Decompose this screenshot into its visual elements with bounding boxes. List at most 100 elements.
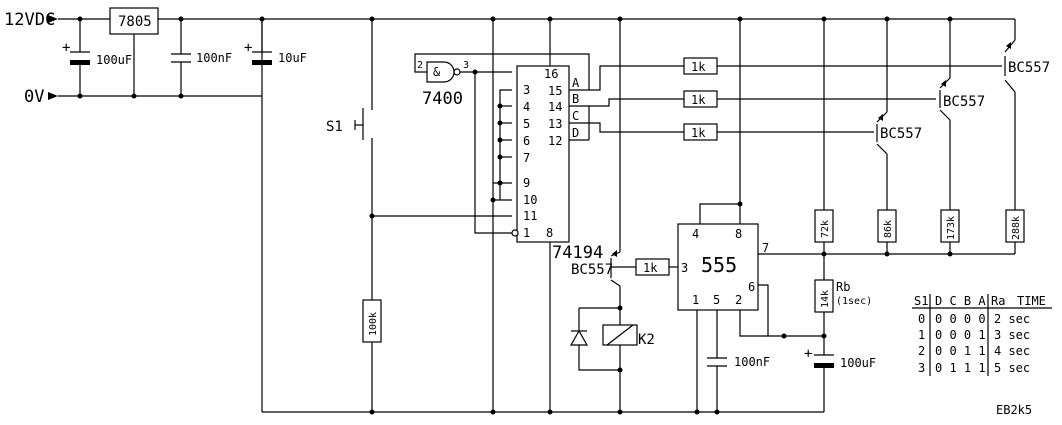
output-d: D bbox=[572, 126, 579, 140]
nand-gate-7400 bbox=[414, 53, 590, 90]
switch-s1 bbox=[354, 19, 373, 300]
timer-pin-3: 3 bbox=[681, 261, 688, 275]
table-row-1-time: 3 sec bbox=[994, 328, 1030, 342]
c5-label: 100uF bbox=[840, 356, 876, 370]
timer-pin-7: 7 bbox=[762, 241, 769, 255]
pin-3: 3 bbox=[523, 83, 530, 97]
transistor-t3 bbox=[939, 19, 951, 210]
nand-part-label: 7400 bbox=[422, 89, 463, 109]
pin-15: 15 bbox=[548, 84, 562, 98]
pin-8: 8 bbox=[546, 226, 553, 240]
output-wires bbox=[589, 65, 1002, 133]
t1-label: BC557 bbox=[571, 262, 613, 278]
r-100k-label: 100k bbox=[368, 312, 379, 336]
t3-label: BC557 bbox=[943, 94, 985, 110]
ra3-label: 173k bbox=[946, 216, 957, 240]
table-row-0-s1: 0 bbox=[918, 312, 925, 326]
pin-11: 11 bbox=[523, 209, 537, 223]
timer-label: 555 bbox=[701, 253, 737, 277]
pin-16: 16 bbox=[544, 67, 558, 81]
pin-1: 1 bbox=[523, 226, 530, 240]
timer-pin-1: 1 bbox=[692, 293, 699, 307]
rb-label: Rb bbox=[836, 280, 850, 294]
table-row-0-dcba: 0 0 0 0 bbox=[935, 312, 986, 326]
capacitor-c3 bbox=[252, 19, 272, 65]
table-row-3-time: 5 sec bbox=[994, 361, 1030, 375]
output-a: A bbox=[572, 76, 580, 90]
c5-plus: + bbox=[804, 346, 812, 362]
regulator-7805 bbox=[109, 7, 159, 96]
pin-5: 5 bbox=[523, 117, 530, 131]
supply-rails bbox=[58, 18, 1015, 413]
transistor-t2 bbox=[876, 19, 888, 210]
r-1k-c-label: 1k bbox=[691, 126, 706, 140]
table-row-3-dcba: 0 1 1 1 bbox=[935, 361, 986, 375]
transistor-t4 bbox=[1004, 19, 1016, 210]
nand-pin-out: 3 bbox=[463, 60, 469, 71]
pin-7: 7 bbox=[523, 151, 530, 165]
junctions bbox=[77, 16, 953, 415]
nand-symbol: & bbox=[433, 65, 441, 79]
shift-register-74194 bbox=[474, 19, 590, 412]
r-1k-a-label: 1k bbox=[691, 60, 706, 74]
resistor-100k bbox=[362, 299, 382, 412]
table-row-0-time: 2 sec bbox=[994, 312, 1030, 326]
resistor-1k-b bbox=[683, 90, 718, 108]
arrow-12v-icon bbox=[48, 15, 58, 23]
c4-label: 100nF bbox=[734, 355, 770, 369]
table-row-2-dcba: 0 0 1 1 bbox=[935, 344, 986, 358]
regulator-label: 7805 bbox=[118, 14, 152, 30]
timer-pin-4: 4 bbox=[692, 227, 699, 241]
output-c: C bbox=[572, 109, 579, 123]
c1-label: 100uF bbox=[96, 53, 132, 67]
table-row-3-s1: 3 bbox=[918, 361, 925, 375]
timer-pin-5: 5 bbox=[713, 293, 720, 307]
c2-label: 100nF bbox=[196, 51, 232, 65]
table-row-2-s1: 2 bbox=[918, 344, 925, 358]
table-header-dcba: D C B A bbox=[935, 294, 986, 308]
pin-10: 10 bbox=[523, 193, 537, 207]
table-header-s1: S1 bbox=[914, 294, 928, 308]
capacitor-c1 bbox=[70, 19, 90, 96]
pin-4: 4 bbox=[523, 100, 530, 114]
table-header-time: TIME bbox=[1017, 294, 1046, 308]
relay-k2 bbox=[569, 307, 638, 412]
timer-555 bbox=[677, 19, 824, 412]
signature: EB2k5 bbox=[996, 403, 1032, 417]
timer-pin-6: 6 bbox=[748, 280, 755, 294]
c3-label: 10uF bbox=[278, 51, 307, 65]
timer-pin-2: 2 bbox=[735, 293, 742, 307]
table-row-2-time: 4 sec bbox=[994, 344, 1030, 358]
ra2-label: 86k bbox=[883, 220, 894, 238]
t2-label: BC557 bbox=[880, 126, 922, 142]
resistor-1k-c bbox=[683, 123, 718, 141]
relay-label: K2 bbox=[638, 332, 655, 348]
output-b: B bbox=[572, 92, 579, 106]
pin-13: 13 bbox=[548, 117, 562, 131]
pin-6: 6 bbox=[523, 134, 530, 148]
ra4-label: 288k bbox=[1011, 216, 1022, 240]
r-1k-relay-label: 1k bbox=[643, 261, 658, 275]
label-0v: 0V bbox=[24, 87, 44, 107]
relay-driver bbox=[610, 19, 678, 308]
c3-plus: + bbox=[244, 40, 252, 56]
timer-pin-8: 8 bbox=[735, 227, 742, 241]
c1-plus: + bbox=[62, 40, 70, 56]
timing-table bbox=[912, 294, 1052, 376]
capacitor-c5 bbox=[814, 354, 834, 412]
table-row-1-dcba: 0 0 0 1 bbox=[935, 328, 986, 342]
arrow-0v-icon bbox=[48, 92, 58, 100]
capacitor-c2 bbox=[171, 19, 191, 96]
t4-label: BC557 bbox=[1008, 60, 1050, 76]
rb-value-label: 14k bbox=[820, 290, 831, 308]
shift-register-label: 74194 bbox=[552, 243, 603, 263]
label-12vdc: 12VDC bbox=[4, 10, 55, 30]
pin-14: 14 bbox=[548, 100, 562, 114]
pin-12: 12 bbox=[548, 134, 562, 148]
pin-9: 9 bbox=[523, 176, 530, 190]
table-row-1-s1: 1 bbox=[918, 328, 925, 342]
ra1-label: 72k bbox=[820, 220, 831, 238]
rb-note: (1sec) bbox=[836, 296, 872, 307]
